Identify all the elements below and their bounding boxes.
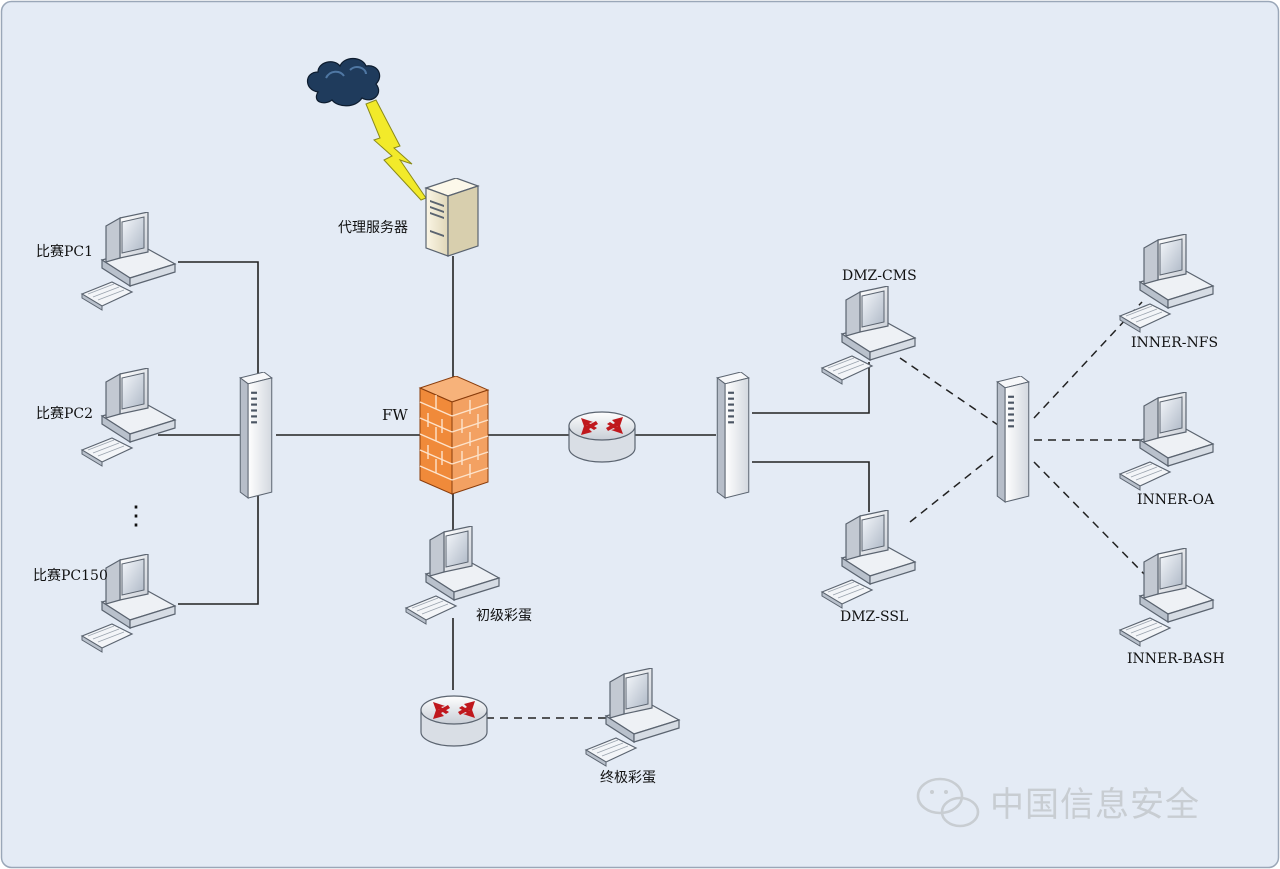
label-proxy: 代理服务器: [338, 220, 408, 236]
label-inner-oa: INNER-OA: [1137, 492, 1215, 508]
firewall-icon: [419, 376, 489, 495]
link-switch-cms: [752, 362, 870, 414]
label-dmz-ssl: DMZ-SSL: [840, 609, 908, 625]
switch-icon: [996, 376, 1030, 503]
label-inner-nfs: INNER-NFS: [1131, 335, 1218, 351]
solid-links: [158, 256, 870, 690]
label-dmz-cms: DMZ-CMS: [842, 268, 917, 284]
watermark: 中国信息安全: [916, 777, 1200, 828]
label-fw: FW: [382, 406, 408, 424]
router-icon: [568, 411, 636, 463]
label-pc1: 比赛PC1: [36, 244, 93, 260]
label-pc150: 比赛PC150: [33, 568, 108, 584]
label-pc2: 比赛PC2: [36, 406, 93, 422]
cloud-icon: [306, 57, 381, 107]
link-cms-inner-switch: [899, 357, 999, 426]
server-icon: [425, 178, 479, 257]
link-pc1-switch: [178, 261, 259, 378]
switch-icon: [716, 372, 750, 499]
label-easter-final: 终极彩蛋: [600, 770, 656, 786]
label-ellipsis: ⋮: [123, 501, 149, 531]
router-icon: [420, 695, 488, 747]
link-switch-ssl: [752, 461, 870, 512]
wechat-icon: [916, 777, 980, 828]
label-inner-bash: INNER-BASH: [1127, 651, 1225, 667]
switch-icon: [239, 372, 273, 499]
watermark-text: 中国信息安全: [990, 785, 1200, 825]
link-pc150-switch: [178, 496, 259, 605]
label-easter-basic: 初级彩蛋: [476, 607, 532, 624]
link-ssl-inner-switch: [909, 451, 999, 523]
